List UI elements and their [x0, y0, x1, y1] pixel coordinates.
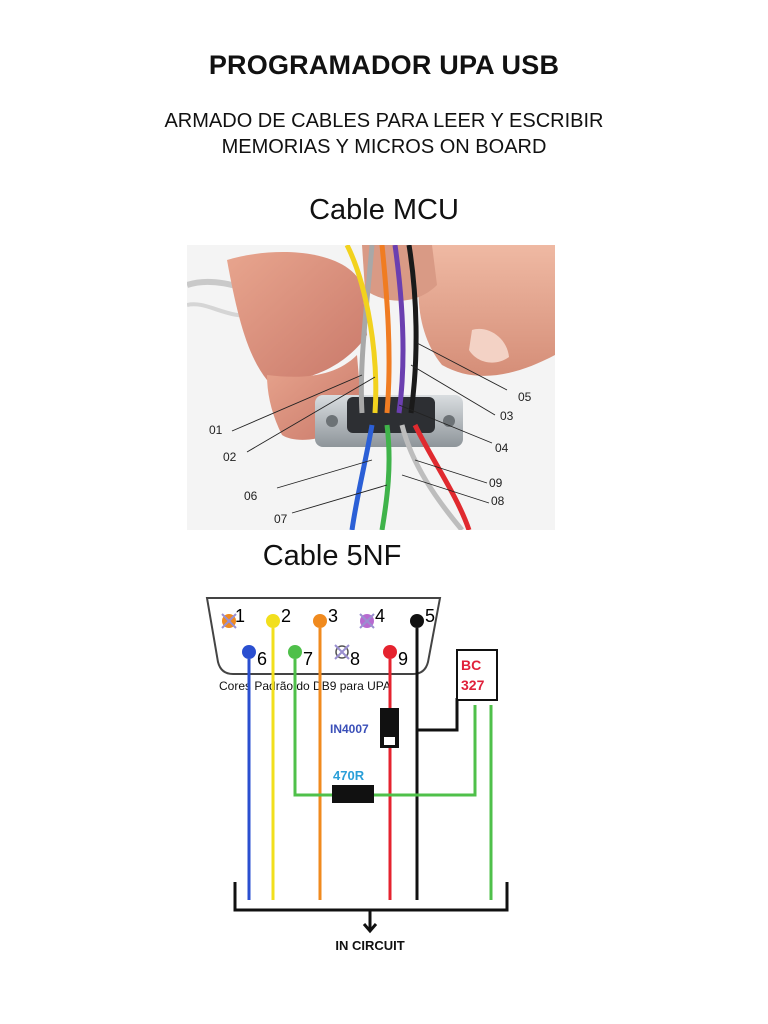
wire-black-base [417, 698, 459, 732]
callout-01: 01 [209, 423, 223, 437]
thumbnail [469, 328, 509, 363]
pin-6-dot [242, 645, 256, 659]
transistor-box [456, 649, 498, 701]
wire-yellow [344, 245, 379, 414]
callout-07: 07 [274, 512, 288, 526]
finger-index [227, 252, 367, 381]
wire-purple [392, 245, 406, 414]
thumb [418, 245, 555, 376]
mcu-cable-photo: 01 02 03 04 05 06 07 08 09 [187, 245, 555, 530]
wire-red [412, 423, 472, 530]
wire-grey-lower [399, 424, 464, 530]
callout-06: 06 [244, 489, 258, 503]
in-circuit-label: IN CIRCUIT [335, 938, 404, 953]
pin-1-cross [221, 613, 237, 629]
db9-outline [205, 597, 442, 675]
pin-4-cross [359, 613, 375, 629]
subtitle-line-1: ARMADO DE CABLES PARA LEER Y ESCRIBIR [164, 110, 604, 132]
callout-02: 02 [223, 450, 237, 464]
pin-9-dot [383, 645, 397, 659]
transistor-label-line2: 327 [461, 677, 485, 693]
db9-caption: Cores Padrão do DB9 para UPA [219, 679, 391, 693]
wire-green [379, 424, 392, 530]
pin-5-label: 5 [425, 606, 435, 626]
wire-orange [379, 245, 392, 414]
pin-7-dot [288, 645, 302, 659]
wire-black [406, 245, 419, 414]
callout-08: 08 [491, 494, 505, 508]
callout-04: 04 [495, 441, 509, 455]
wire-blue [349, 424, 375, 530]
page-title: PROGRAMADOR UPA USB [208, 50, 560, 80]
nf-wiring-diagram: Cores Padrão do DB9 para UPA 1 2 3 4 5 6… [205, 597, 509, 953]
output-bracket [233, 882, 509, 912]
pin-3-dot [313, 614, 327, 628]
wire-green-pin7-resistor [293, 659, 477, 797]
callout-05: 05 [518, 390, 532, 404]
pin-callouts: 01 02 03 04 05 06 07 08 09 [209, 390, 532, 526]
pin-8-cross [334, 644, 350, 660]
callout-09: 09 [489, 476, 503, 490]
transistor-label-line1: BC [461, 657, 481, 673]
pin-2-label: 2 [281, 606, 291, 626]
pointer-lines [231, 342, 508, 514]
pin-9-label: 9 [398, 649, 408, 669]
pin-2-dot [266, 614, 280, 628]
pin-5-dot [410, 614, 424, 628]
pin-6-label: 6 [257, 649, 267, 669]
pin-4-label: 4 [375, 606, 385, 626]
callout-03: 03 [500, 409, 514, 423]
pin-8-label: 8 [350, 649, 360, 669]
pin-3-label: 3 [328, 606, 338, 626]
resistor-body [332, 785, 374, 803]
pin-1-label: 1 [235, 606, 245, 626]
pin-7-label: 7 [303, 649, 313, 669]
mcu-cable-heading: Cable MCU [309, 194, 459, 226]
diode-label: IN4007 [330, 722, 369, 736]
nf-cable-heading: Cable 5NF [262, 540, 402, 572]
wire-grey [358, 245, 375, 414]
diode-band [384, 737, 395, 745]
output-arrow-head [362, 923, 378, 934]
resistor-label: 470R [333, 768, 365, 783]
subtitle-line-2: MEMORIAS Y MICROS ON BOARD [221, 136, 547, 158]
